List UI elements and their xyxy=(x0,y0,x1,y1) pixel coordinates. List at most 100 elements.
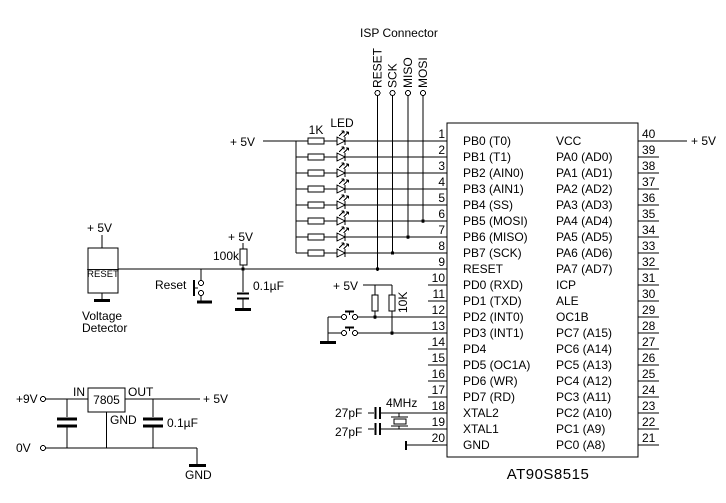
led-arrow-icon xyxy=(338,210,345,217)
pin-number: 23 xyxy=(642,399,656,413)
vcc-supply-label: + 5V xyxy=(691,134,716,148)
pin-label: PB4 (SS) xyxy=(463,198,513,212)
resistor-1k xyxy=(307,249,325,257)
pin-label: PA6 (AD6) xyxy=(556,246,612,260)
resistor-1k xyxy=(307,169,325,177)
pin-label: PD7 (RD) xyxy=(463,390,515,404)
led-arrow-icon xyxy=(338,226,345,233)
pin-number: 19 xyxy=(432,415,446,429)
led-arrow-icon xyxy=(338,242,345,249)
resistor-1k xyxy=(307,201,325,209)
reset-pullup-network: + 5V 100k 0.1µF xyxy=(213,230,284,311)
pin-label: PA7 (AD7) xyxy=(556,262,612,276)
voltage-detector: + 5V RESET Voltage Detector xyxy=(82,221,447,335)
pin-label: PC4 (A12) xyxy=(556,374,612,388)
pin-number: 33 xyxy=(642,239,656,253)
pin-label: GND xyxy=(463,438,490,452)
resistor-value-label: 100k xyxy=(213,249,240,263)
vdet-supply-label: + 5V xyxy=(87,221,112,235)
resistor-1k xyxy=(307,185,325,193)
resistor-100k xyxy=(239,248,248,266)
pin-number: 3 xyxy=(438,159,445,173)
pin-number: 27 xyxy=(642,335,656,349)
pin-number: 10 xyxy=(432,271,446,285)
pin-label: ALE xyxy=(556,294,579,308)
cap-value-label: 0.1µF xyxy=(253,279,284,293)
input-terminal xyxy=(40,396,46,402)
pin-number: 29 xyxy=(642,303,656,317)
pushbutton-contact-icon xyxy=(341,314,347,320)
pin-number: 8 xyxy=(438,239,445,253)
isp-pad-reset xyxy=(374,90,381,96)
resistor-1k xyxy=(307,233,325,241)
regulator-part-number: 7805 xyxy=(93,393,120,407)
pin-label: XTAL2 xyxy=(463,406,499,420)
pin-number: 31 xyxy=(642,271,656,285)
resistor-10k xyxy=(371,294,379,312)
pushbutton-contact-icon xyxy=(341,330,347,336)
pin-label: PD1 (TXD) xyxy=(463,294,522,308)
led-icon xyxy=(336,248,347,258)
pin-number: 21 xyxy=(642,431,656,445)
regulator-gnd-label: GND xyxy=(110,413,137,427)
led-icon xyxy=(336,152,347,162)
pin-number: 28 xyxy=(642,319,656,333)
pin-label: PB5 (MOSI) xyxy=(463,214,528,228)
crystal-icon xyxy=(393,418,407,425)
led-row xyxy=(296,210,447,226)
pin-number: 30 xyxy=(642,287,656,301)
pin-number: 16 xyxy=(432,367,446,381)
pin-number: 20 xyxy=(432,431,446,445)
led-label: LED xyxy=(330,116,354,130)
led-arrow-icon xyxy=(343,147,349,154)
pin-label: PA0 (AD0) xyxy=(556,150,612,164)
led-row xyxy=(296,226,447,242)
pin-number: 22 xyxy=(642,415,656,429)
int-supply-label: + 5V xyxy=(333,279,358,293)
pin-label: PB7 (SCK) xyxy=(463,246,522,260)
pin-number: 2 xyxy=(438,143,445,157)
led-arrow-icon xyxy=(343,227,349,234)
led-icon xyxy=(336,184,347,194)
pin-number: 18 xyxy=(432,399,446,413)
pin-number: 5 xyxy=(438,191,445,205)
led-row xyxy=(296,178,447,194)
pin-number: 26 xyxy=(642,351,656,365)
int-buttons-network: + 5V 10K xyxy=(320,279,447,344)
pin-label: PD5 (OC1A) xyxy=(463,358,530,372)
led-array: + 5V 1K LED xyxy=(230,116,447,258)
led-icon xyxy=(336,168,347,178)
pullup-supply-label: + 5V xyxy=(228,230,253,244)
pin-label: PD2 (INT0) xyxy=(463,310,524,324)
pin-number: 36 xyxy=(642,191,656,205)
led-icon xyxy=(336,232,347,242)
pin-label: XTAL1 xyxy=(463,422,499,436)
led-icon xyxy=(336,216,347,226)
isp-pin-label-miso: MISO xyxy=(401,57,415,88)
pin-number: 15 xyxy=(432,351,446,365)
pin-label: PC3 (A11) xyxy=(556,390,611,404)
pin-number: 12 xyxy=(432,303,446,317)
cap-value-label: 27pF xyxy=(335,406,362,420)
pin-number: 37 xyxy=(642,175,656,189)
pin-number: 6 xyxy=(438,207,445,221)
cap-value-label: 27pF xyxy=(335,425,362,439)
vdet-caption-2: Detector xyxy=(82,321,127,335)
regulator-body xyxy=(87,387,126,413)
led-icon xyxy=(336,136,347,146)
led-icon xyxy=(336,200,347,210)
pin-label: PB6 (MISO) xyxy=(463,230,528,244)
led-supply-label: + 5V xyxy=(230,135,255,149)
isp-pin-label-reset: RESET xyxy=(371,47,385,88)
pushbutton-contact-icon xyxy=(352,314,358,320)
pin-number: 39 xyxy=(642,143,656,157)
pin-label: PD0 (RXD) xyxy=(463,278,523,292)
pin-label: ICP xyxy=(556,278,576,292)
pin-number: 40 xyxy=(642,127,656,141)
pin-label: PB3 (AIN1) xyxy=(463,182,524,196)
pin-label: PC5 (A13) xyxy=(556,358,612,372)
led-row xyxy=(296,242,447,258)
zero-volt-label: 0V xyxy=(16,441,31,455)
